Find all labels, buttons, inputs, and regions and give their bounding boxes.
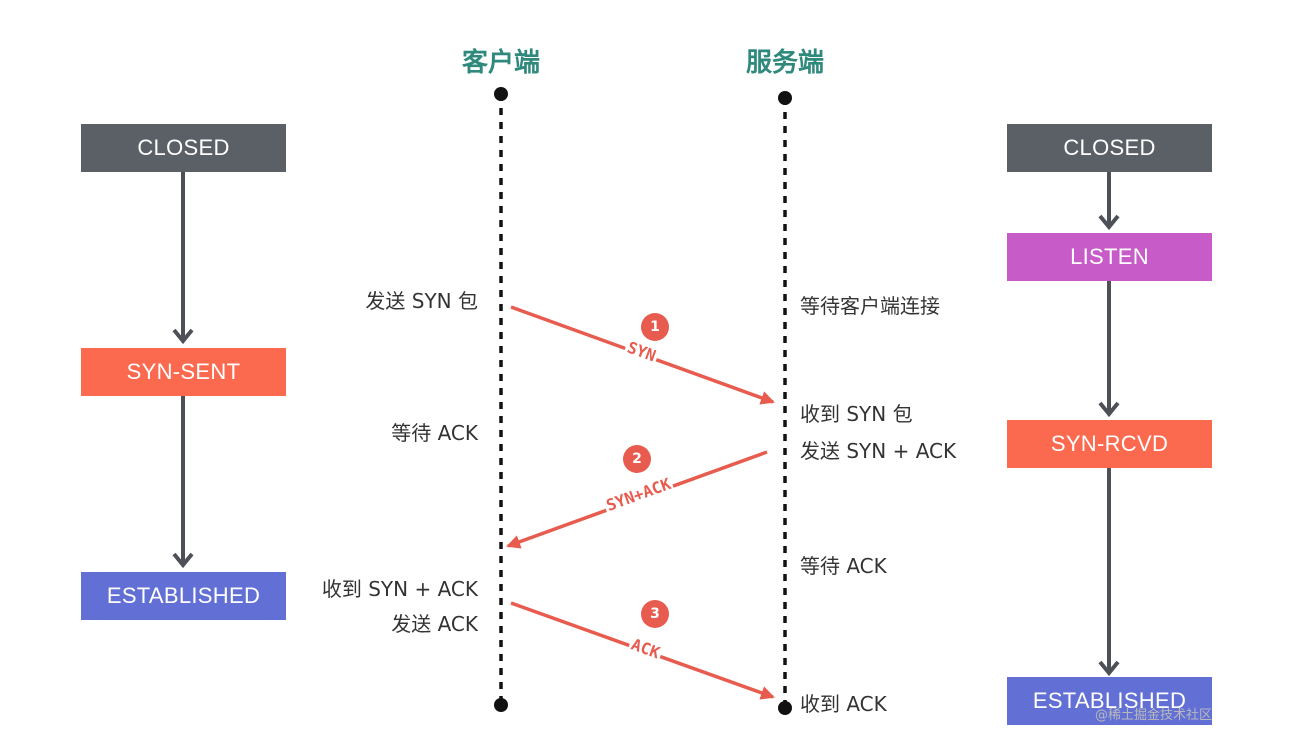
- server-state-listen: LISTEN: [1007, 233, 1212, 281]
- server-note-recv-ack: 收到 ACK: [800, 692, 887, 716]
- server-timeline-end-dot: [778, 701, 792, 715]
- client-timeline-start-dot: [494, 87, 508, 101]
- step-2-badge: 2: [623, 445, 651, 473]
- server-note-recv-syn: 收到 SYN 包: [800, 402, 913, 426]
- server-state-syn-rcvd: SYN-RCVD: [1007, 420, 1212, 468]
- client-lane-title: 客户端: [461, 48, 541, 78]
- server-lane-title: 服务端: [745, 48, 825, 78]
- server-note-wait-ack: 等待 ACK: [800, 554, 887, 578]
- client-state-closed: CLOSED: [81, 124, 286, 172]
- step-1-badge: 1: [641, 313, 669, 341]
- client-note-send-syn: 发送 SYN 包: [365, 289, 478, 313]
- client-state-established: ESTABLISHED: [81, 572, 286, 620]
- server-state-established: ESTABLISHED: [1007, 677, 1212, 725]
- server-note-wait-client: 等待客户端连接: [800, 294, 940, 318]
- client-timeline-end-dot: [494, 698, 508, 712]
- server-timeline-start-dot: [778, 91, 792, 105]
- client-note-send-ack: 发送 ACK: [391, 612, 478, 636]
- client-state-syn-sent: SYN-SENT: [81, 348, 286, 396]
- client-note-recv-syn-ack: 收到 SYN + ACK: [321, 577, 478, 601]
- server-note-send-syn-ack: 发送 SYN + ACK: [800, 439, 957, 463]
- server-state-closed: CLOSED: [1007, 124, 1212, 172]
- step-3-badge: 3: [641, 600, 669, 628]
- client-note-wait-ack: 等待 ACK: [391, 421, 478, 445]
- watermark: @稀土掘金技术社区: [1094, 708, 1212, 723]
